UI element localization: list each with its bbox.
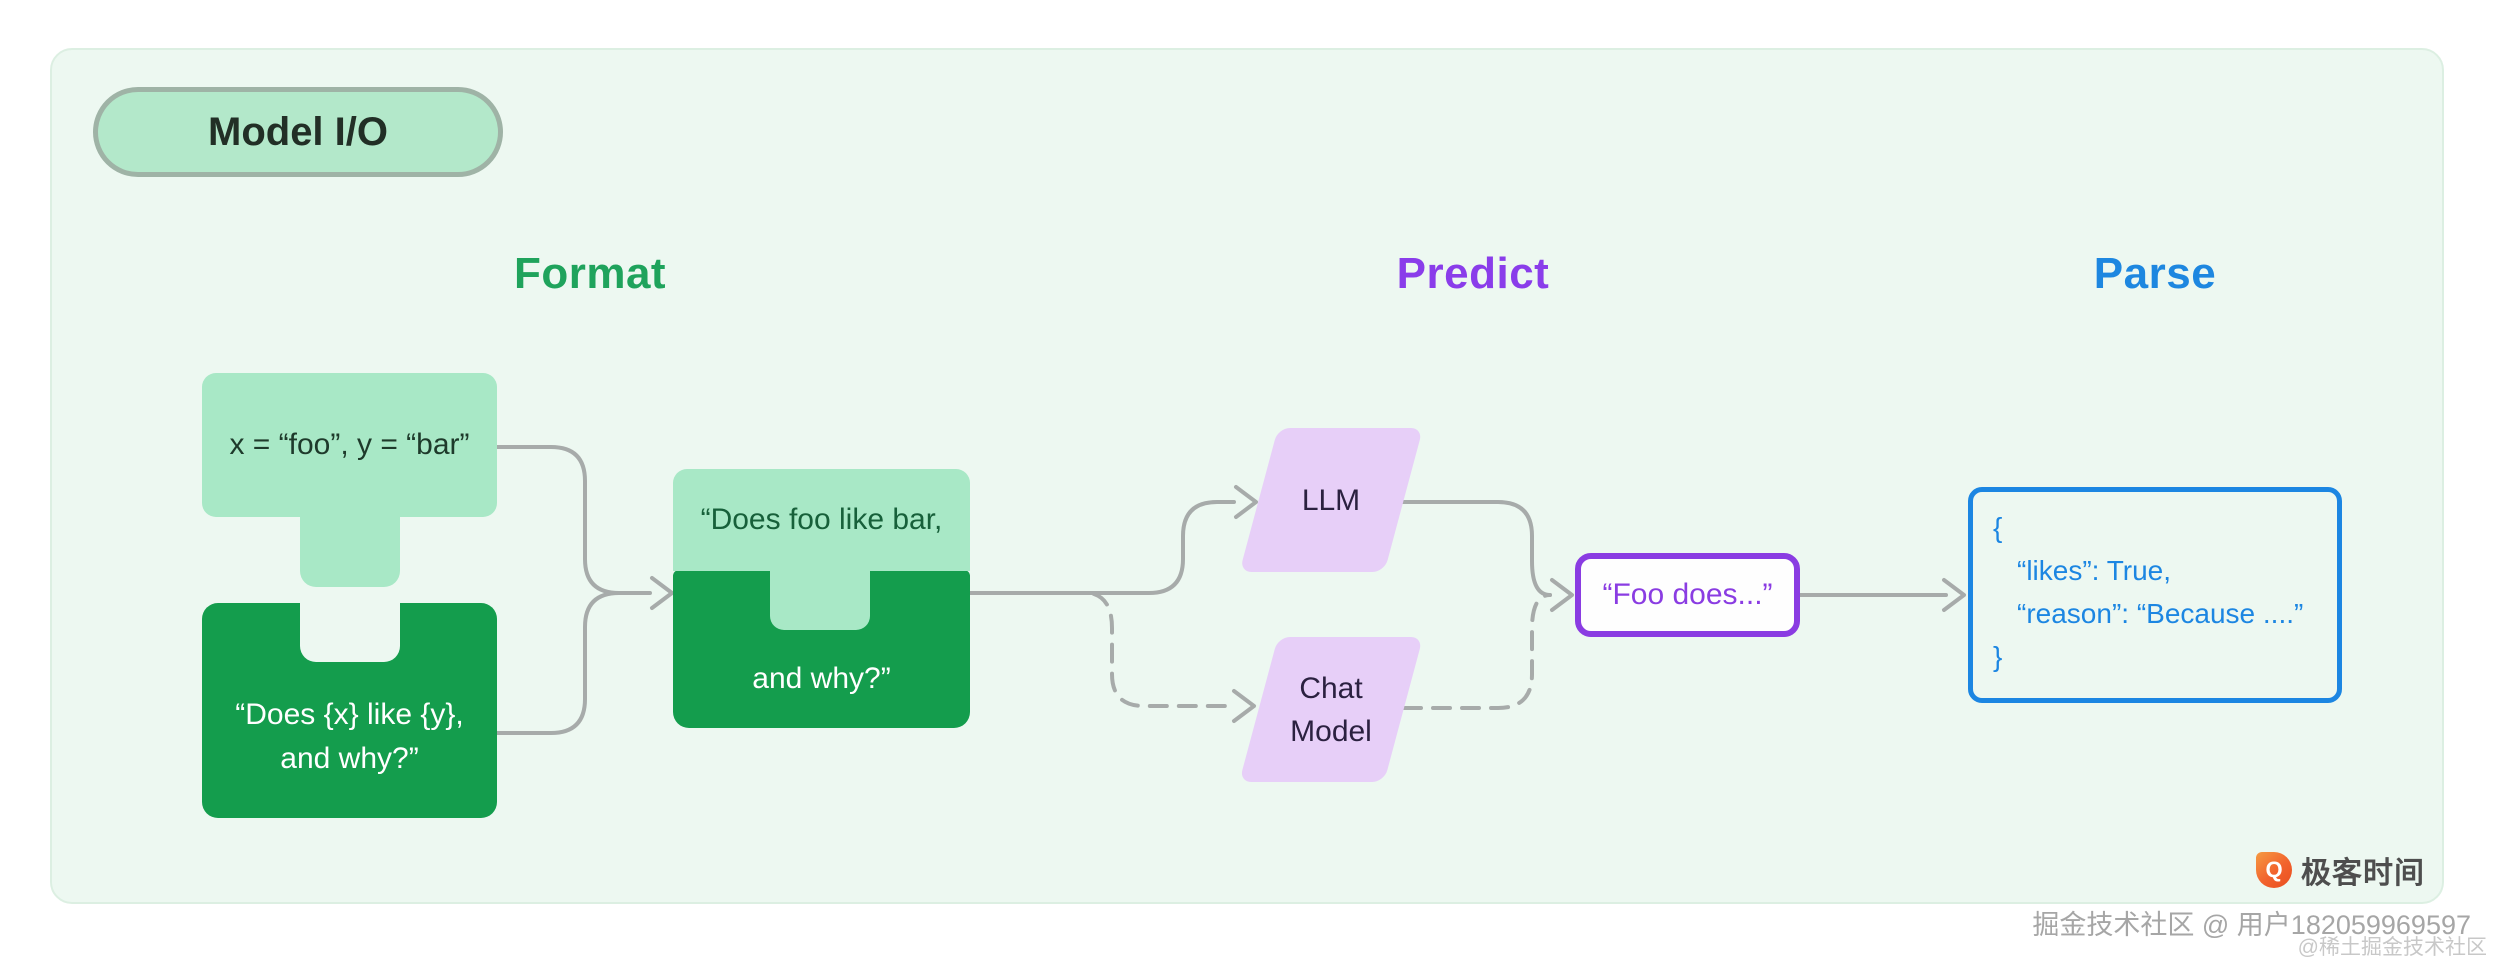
section-header-format: Format	[513, 249, 667, 298]
watermark-community-user: 掘金技术社区 @ 用户182059969597	[2032, 910, 2471, 940]
model-io-badge: Model I/O	[93, 87, 503, 177]
section-header-parse: Parse	[2093, 249, 2217, 298]
chat-model-node-label: Chat Model	[1239, 637, 1423, 782]
section-header-predict: Predict	[1396, 249, 1550, 298]
template-node-notch	[300, 603, 400, 662]
geektime-logo-text: 极客时间	[2301, 857, 2425, 890]
geektime-watermark: Q 极客时间	[2256, 850, 2425, 890]
output-node: “Foo does...”	[1575, 553, 1800, 637]
geektime-logo-icon: Q	[2256, 852, 2292, 888]
parse-line-reason: “reason”: “Because ....”	[2017, 598, 2304, 629]
parse-line-open-brace: {	[1993, 512, 2003, 543]
parse-result-node: { “likes”: True, “reason”: “Because ....…	[1968, 487, 2342, 703]
prompt-node-line1: “Does foo like bar,	[700, 503, 943, 536]
llm-node-label: LLM	[1301, 483, 1361, 517]
watermark-community: @稀土掘金技术社区	[2297, 936, 2487, 958]
chat-model-line1: Chat	[1299, 671, 1363, 705]
output-node-label: “Foo does...”	[1602, 578, 1773, 611]
variables-node-label: x = “foo”, y = “bar”	[229, 428, 470, 461]
model-io-badge-label: Model I/O	[208, 109, 388, 154]
prompt-node-light	[673, 469, 970, 571]
prompt-node-tab	[770, 569, 870, 630]
template-node-label: “Does {x} like {y}, and why?”	[202, 662, 497, 812]
prompt-node-line2: and why?”	[752, 662, 891, 695]
template-node-line1: “Does {x} like {y},	[235, 698, 464, 731]
template-node-line2: and why?”	[280, 742, 419, 775]
parse-line-close-brace: }	[1993, 641, 2003, 672]
variables-node-tab	[300, 515, 400, 587]
variables-node	[202, 373, 497, 517]
parse-line-likes: “likes”: True,	[2017, 555, 2172, 586]
chat-model-line2: Model	[1290, 714, 1372, 748]
